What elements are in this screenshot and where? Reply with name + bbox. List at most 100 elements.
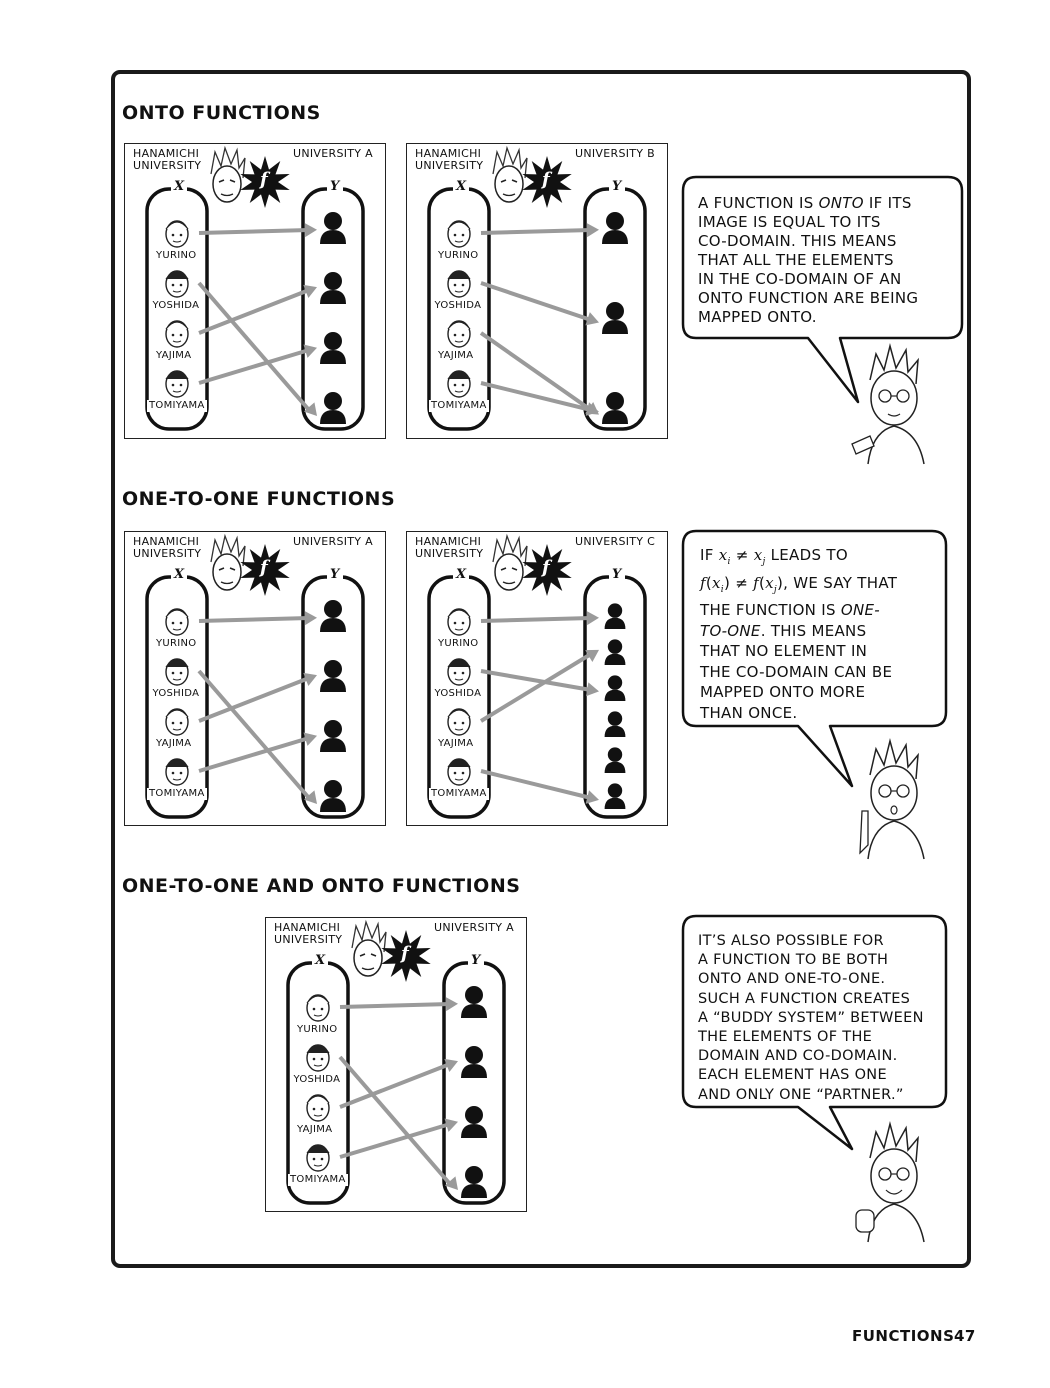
mapping-arrowhead — [303, 284, 317, 298]
university-y-label: UNIVERSITY A — [434, 921, 514, 934]
student-face-icon — [165, 270, 189, 298]
mapping-arrowhead — [303, 732, 317, 746]
domain-x-label: X — [171, 568, 188, 581]
mapping-arrow — [198, 288, 310, 335]
person-silhouette-icon — [320, 392, 346, 424]
student-name-label: YOSHIDA — [150, 688, 202, 700]
boss-face-icon — [351, 919, 387, 977]
domain-x-label: X — [453, 568, 470, 581]
bubble-line: MAPPED ONTO. — [698, 308, 817, 326]
bubble-line: TO-ONE. THIS MEANS — [700, 621, 867, 640]
person-silhouette-icon — [604, 675, 626, 701]
student-name-label: TOMIYAMA — [147, 400, 207, 412]
student-name-label: TOMIYAMA — [429, 788, 489, 800]
person-silhouette-icon — [461, 1106, 487, 1138]
bubble-text-one-to-one: IF xi ≠ xj LEADS TO f(xi) ≠ f(xj), WE SA… — [700, 545, 897, 723]
section-title-one-to-one-onto: ONE-TO-ONE AND ONTO FUNCTIONS — [122, 875, 521, 897]
mapping-arrow — [480, 769, 592, 800]
student-name-label: YOSHIDA — [291, 1074, 343, 1086]
mapping-arrowhead — [303, 790, 317, 805]
student-name-label: YOSHIDA — [150, 300, 202, 312]
section-title-one-to-one: ONE-TO-ONE FUNCTIONS — [122, 488, 396, 510]
person-silhouette-icon — [320, 720, 346, 752]
student-face-icon — [447, 658, 471, 686]
mapping-arrowhead — [303, 344, 317, 358]
university-y-label: UNIVERSITY A — [293, 535, 373, 548]
mapping-arrowhead — [303, 672, 317, 686]
student-face-icon — [306, 994, 330, 1022]
student-face-icon — [165, 758, 189, 786]
bubble-line: IN THE CO-DOMAIN OF AN — [698, 270, 902, 288]
student-face-icon — [447, 708, 471, 736]
university-x-label: HANAMICHI UNIVERSITY — [274, 921, 343, 946]
person-silhouette-icon — [461, 1046, 487, 1078]
footer-page-number: 47 — [954, 1327, 976, 1345]
bubble-line: IT’S ALSO POSSIBLE FOR — [698, 933, 884, 949]
diagram-canvas — [427, 145, 647, 431]
bubble-line: THAT ALL THE ELEMENTS — [698, 251, 894, 269]
mapping-arrowhead — [585, 790, 599, 804]
bubble-line: DOMAIN AND CO-DOMAIN. — [698, 1048, 898, 1065]
mapping-arrowhead — [444, 1118, 458, 1132]
codomain-y-label: Y — [609, 568, 625, 581]
boss-face-icon — [210, 533, 246, 591]
bubble-line: IF xi ≠ xj LEADS TO — [700, 546, 848, 567]
student-face-icon — [165, 608, 189, 636]
mapping-arrow — [479, 652, 593, 723]
speech-bubble-one-to-one: IF xi ≠ xj LEADS TO f(xi) ≠ f(xj), WE SA… — [680, 528, 970, 790]
speech-bubble-onto: A FUNCTION IS ONTO IF ITS IMAGE IS EQUAL… — [680, 174, 970, 414]
bubble-line: MAPPED ONTO MORE — [700, 683, 866, 701]
mapping-arrowhead — [444, 1058, 458, 1072]
codomain-y-label: Y — [327, 180, 343, 193]
bubble-line: THAN ONCE. — [700, 703, 798, 722]
function-starburst-icon — [381, 930, 431, 982]
university-y-label: UNIVERSITY B — [575, 147, 655, 160]
university-x-label: HANAMICHI UNIVERSITY — [133, 147, 202, 172]
bubble-line: A “BUDDY SYSTEM” BETWEEN — [698, 1009, 924, 1026]
person-silhouette-icon — [604, 747, 626, 773]
mapping-arrowhead — [585, 402, 599, 416]
person-silhouette-icon — [461, 986, 487, 1018]
student-name-label: YOSHIDA — [432, 300, 484, 312]
student-face-icon — [306, 1144, 330, 1172]
diagram-canvas — [427, 533, 647, 819]
university-x-label: HANAMICHI UNIVERSITY — [133, 535, 202, 560]
mapping-arrowhead — [304, 223, 317, 238]
bubble-line: THE CO-DOMAIN CAN BE — [700, 662, 893, 681]
student-name-label: YURINO — [154, 250, 199, 262]
person-silhouette-icon — [320, 212, 346, 244]
student-face-icon — [447, 758, 471, 786]
student-face-icon — [165, 708, 189, 736]
mapping-arrow — [338, 1055, 452, 1186]
student-name-label: YAJIMA — [436, 738, 476, 750]
person-silhouette-icon — [320, 600, 346, 632]
person-silhouette-icon — [461, 1166, 487, 1198]
mapping-arrowhead — [444, 1176, 458, 1191]
bubble-line: AND ONLY ONE “PARTNER.” — [698, 1086, 904, 1103]
student-name-label: TOMIYAMA — [288, 1174, 348, 1186]
narrator-character-3 — [848, 1118, 938, 1247]
student-name-label: YURINO — [436, 250, 481, 262]
boss-face-icon — [492, 145, 528, 203]
student-face-icon — [165, 220, 189, 248]
student-face-icon — [447, 370, 471, 398]
mapping-arrow — [339, 1122, 451, 1159]
student-face-icon — [165, 320, 189, 348]
person-silhouette-icon — [604, 783, 626, 809]
person-silhouette-icon — [602, 212, 628, 244]
university-x-label: HANAMICHI UNIVERSITY — [415, 535, 484, 560]
diagram-canvas — [145, 533, 365, 819]
bubble-line: SUCH A FUNCTION CREATES — [698, 990, 911, 1007]
bubble-line: ONTO FUNCTION ARE BEING — [698, 289, 919, 307]
mapping-arrow — [480, 228, 592, 235]
student-name-label: YAJIMA — [436, 350, 476, 362]
domain-x-label: X — [312, 954, 329, 967]
person-silhouette-icon — [604, 639, 626, 665]
mapping-arrow — [480, 669, 592, 692]
person-silhouette-icon — [320, 780, 346, 812]
mapping-arrowhead — [303, 402, 317, 417]
bubble-line: CO-DOMAIN. THIS MEANS — [698, 232, 897, 250]
diagram-canvas — [145, 145, 365, 431]
bubble-line: THAT NO ELEMENT IN — [700, 642, 868, 660]
